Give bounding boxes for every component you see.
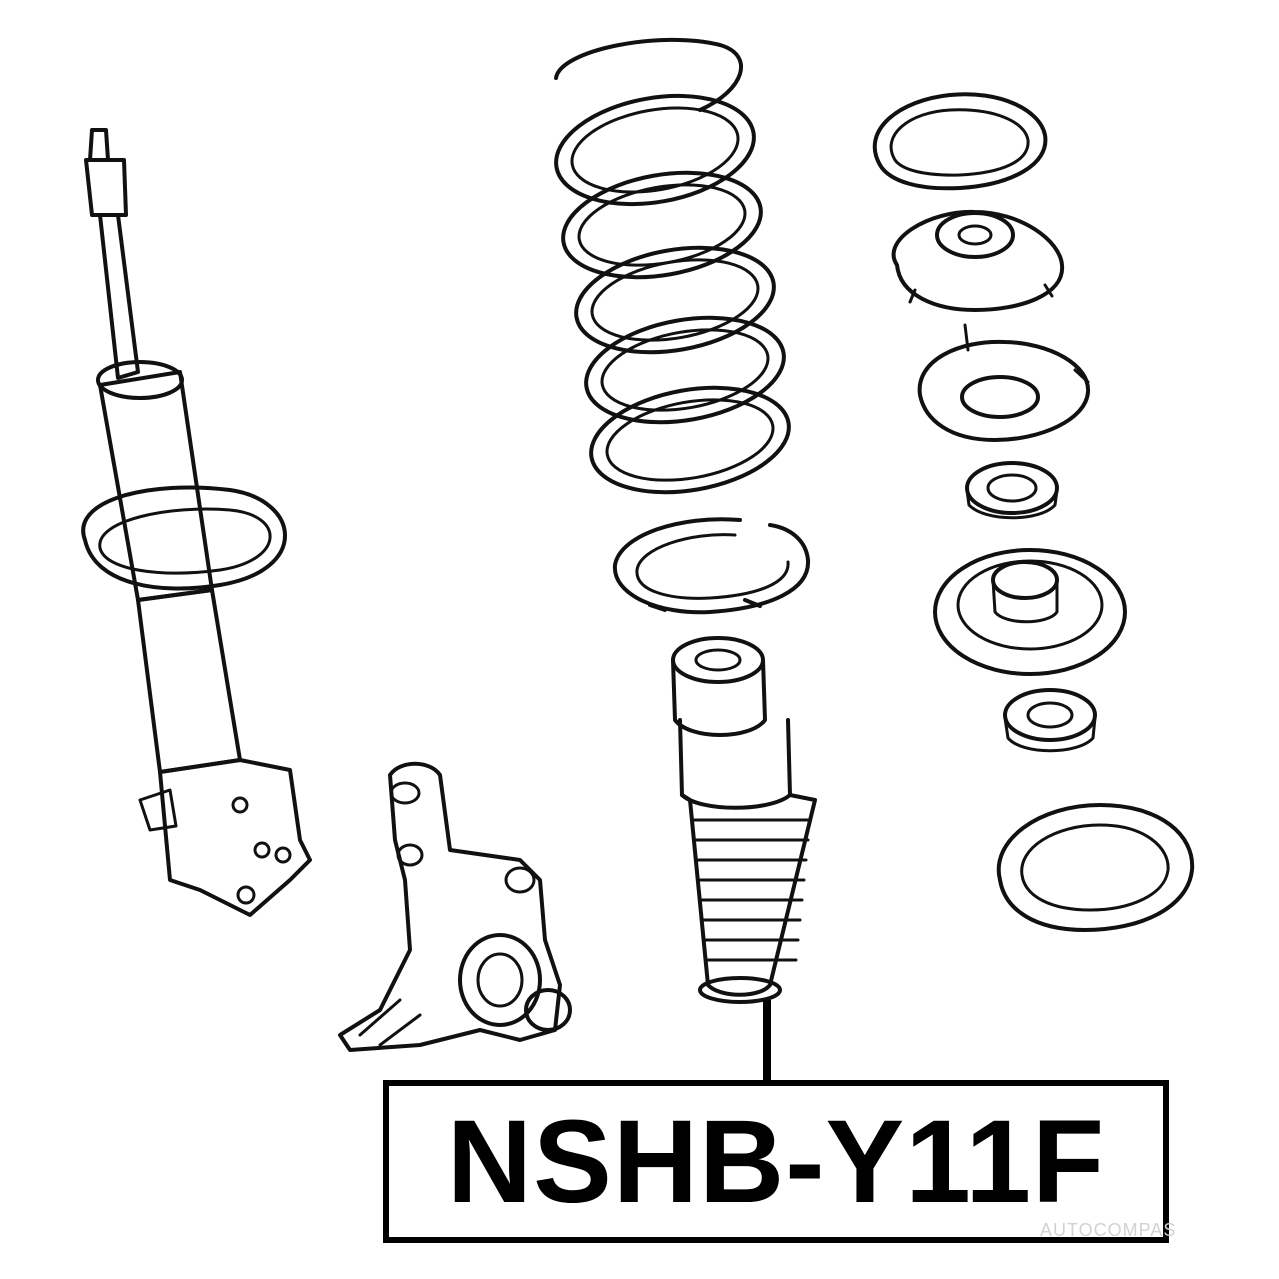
- watermark-text: AUTOCOMPAS: [1040, 1220, 1177, 1240]
- mount-bracket-icon: [917, 323, 1091, 442]
- lower-bushing-icon: [1003, 688, 1097, 753]
- bump-stop-icon: [671, 636, 767, 737]
- bearing-plate-icon: [933, 548, 1127, 676]
- lower-insulator-icon: [996, 803, 1195, 932]
- coil-spring-icon: [554, 37, 791, 495]
- steering-knuckle-icon: [338, 761, 572, 1052]
- part-number-text: NSHB-Y11F: [446, 1095, 1106, 1228]
- strut-assembly-icon: [81, 128, 312, 917]
- strut-mount-icon: [891, 209, 1065, 312]
- dust-boot-icon: [678, 718, 817, 1004]
- upper-seal-icon: [872, 92, 1048, 191]
- part-number-label: NSHB-Y11F: [383, 1080, 1169, 1243]
- spring-seat-ring-icon: [612, 517, 811, 615]
- small-bushing-icon: [965, 461, 1059, 520]
- label-leader-line: [763, 1000, 771, 1082]
